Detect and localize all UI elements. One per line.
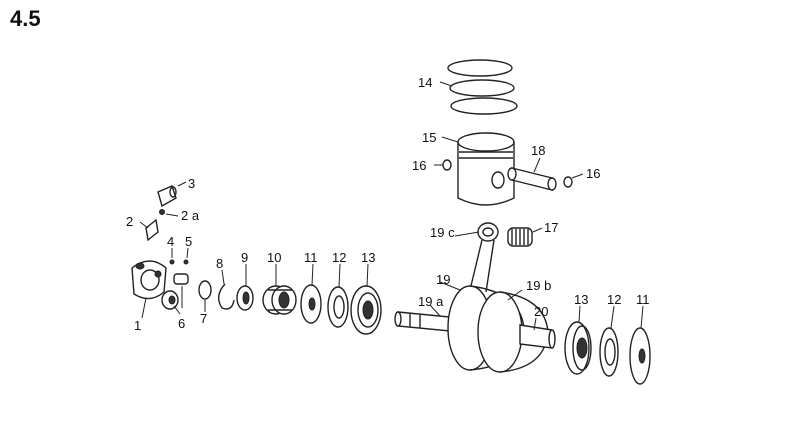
callout-2a: 2 a <box>181 208 200 223</box>
pump-screw-5[interactable] <box>183 247 189 265</box>
needle-bearing[interactable] <box>507 227 543 247</box>
crankshaft[interactable] <box>394 281 556 373</box>
pump-washer[interactable] <box>159 209 179 217</box>
callout-19b: 19 b <box>526 278 551 293</box>
oil-seal-left[interactable] <box>327 263 349 328</box>
pump-plunger[interactable] <box>173 273 189 308</box>
callout-15: 15 <box>422 130 436 145</box>
callout-19: 19 <box>436 272 450 287</box>
callout-14: 14 <box>418 75 432 90</box>
callout-5: 5 <box>185 234 192 249</box>
page-title: 4.5 <box>10 6 41 31</box>
callout-16-right: 16 <box>586 166 600 181</box>
circlip-left[interactable] <box>434 159 452 171</box>
callout-16-left: 16 <box>412 158 426 173</box>
callout-12-right: 12 <box>607 292 621 307</box>
callout-18: 18 <box>531 143 545 158</box>
callout-3: 3 <box>188 176 195 191</box>
pump-housing[interactable] <box>131 260 167 319</box>
circlip-right[interactable] <box>563 173 584 188</box>
callout-13-right: 13 <box>574 292 588 307</box>
callout-17: 17 <box>544 220 558 235</box>
roller-bearing[interactable] <box>262 264 297 315</box>
main-bearing-left[interactable] <box>350 263 382 335</box>
piston[interactable] <box>441 132 515 206</box>
callout-2: 2 <box>126 214 133 229</box>
pump-screw-4[interactable] <box>169 248 175 265</box>
oil-seal-right[interactable] <box>599 305 619 377</box>
callout-9: 9 <box>241 250 248 265</box>
connecting-rod[interactable] <box>454 222 499 293</box>
bearing-ring[interactable] <box>236 264 254 311</box>
pump-fitting[interactable] <box>157 181 187 208</box>
callout-12-left: 12 <box>332 250 346 265</box>
thrust-washer-left[interactable] <box>300 263 322 324</box>
piston-rings[interactable] <box>439 59 518 115</box>
spacer-ring[interactable] <box>198 280 212 312</box>
main-bearing-right[interactable] <box>564 305 592 375</box>
callout-19c: 19 c <box>430 225 455 240</box>
callout-7: 7 <box>200 311 207 326</box>
snap-ring[interactable] <box>217 269 235 310</box>
callout-4: 4 <box>167 234 174 249</box>
callout-6: 6 <box>178 316 185 331</box>
callout-11-right: 11 <box>636 292 650 307</box>
callout-10: 10 <box>267 250 281 265</box>
pump-gear[interactable] <box>161 290 181 315</box>
piston-pin[interactable] <box>507 157 557 191</box>
callout-20: 20 <box>534 304 548 319</box>
callout-13-left: 13 <box>361 250 375 265</box>
callout-1: 1 <box>134 318 141 333</box>
thrust-washer-right[interactable] <box>629 305 651 385</box>
callout-8: 8 <box>216 256 223 271</box>
callout-19a: 19 a <box>418 294 444 309</box>
pump-nipple[interactable] <box>139 218 159 242</box>
callout-11-left: 11 <box>304 250 318 265</box>
